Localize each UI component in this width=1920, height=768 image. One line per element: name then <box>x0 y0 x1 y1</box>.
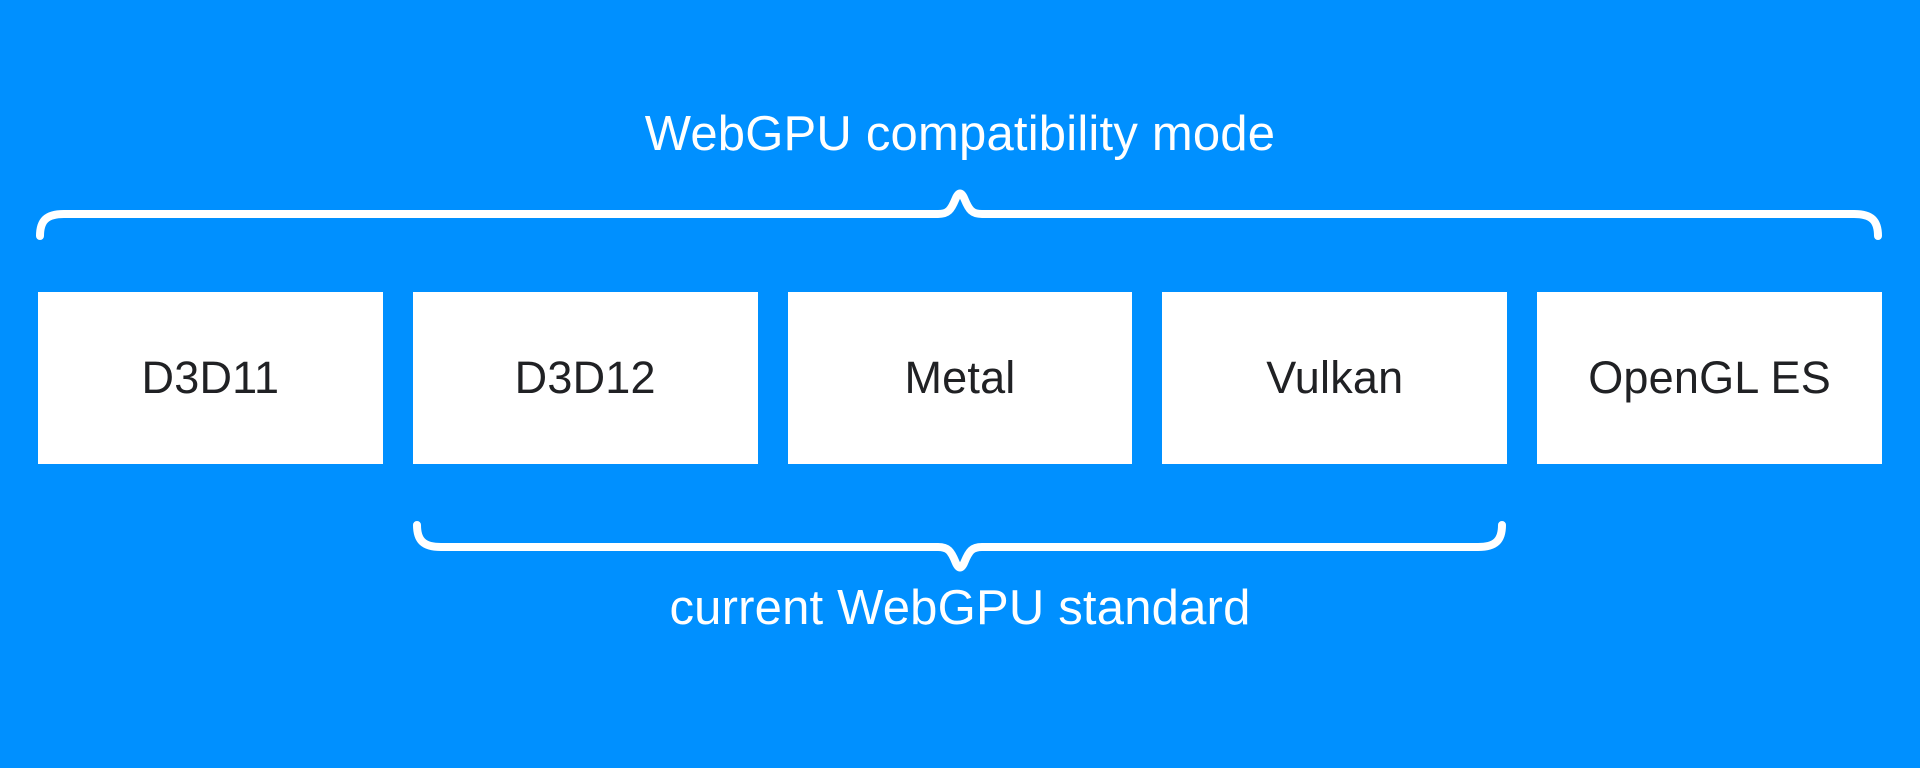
top-group-label: WebGPU compatibility mode <box>644 107 1276 161</box>
api-box-d3d12: D3D12 <box>412 292 758 464</box>
api-box-opengl-es: OpenGL ES <box>1537 292 1882 464</box>
api-box-label: OpenGL ES <box>1588 352 1831 403</box>
api-box-label: Vulkan <box>1266 352 1404 403</box>
api-box-metal: Metal <box>787 292 1133 464</box>
api-box-label: D3D12 <box>514 352 656 403</box>
bottom-group-label: current WebGPU standard <box>669 581 1251 635</box>
top-brace-path <box>36 189 1882 240</box>
api-box-label: Metal <box>904 352 1016 403</box>
api-box-vulkan: Vulkan <box>1162 292 1508 464</box>
api-box-d3d11: D3D11 <box>38 292 383 464</box>
api-boxes-row: D3D11 D3D12 Metal Vulkan OpenGL ES <box>38 292 1882 464</box>
bottom-brace-path <box>413 521 1506 572</box>
api-box-label: D3D11 <box>141 352 280 403</box>
